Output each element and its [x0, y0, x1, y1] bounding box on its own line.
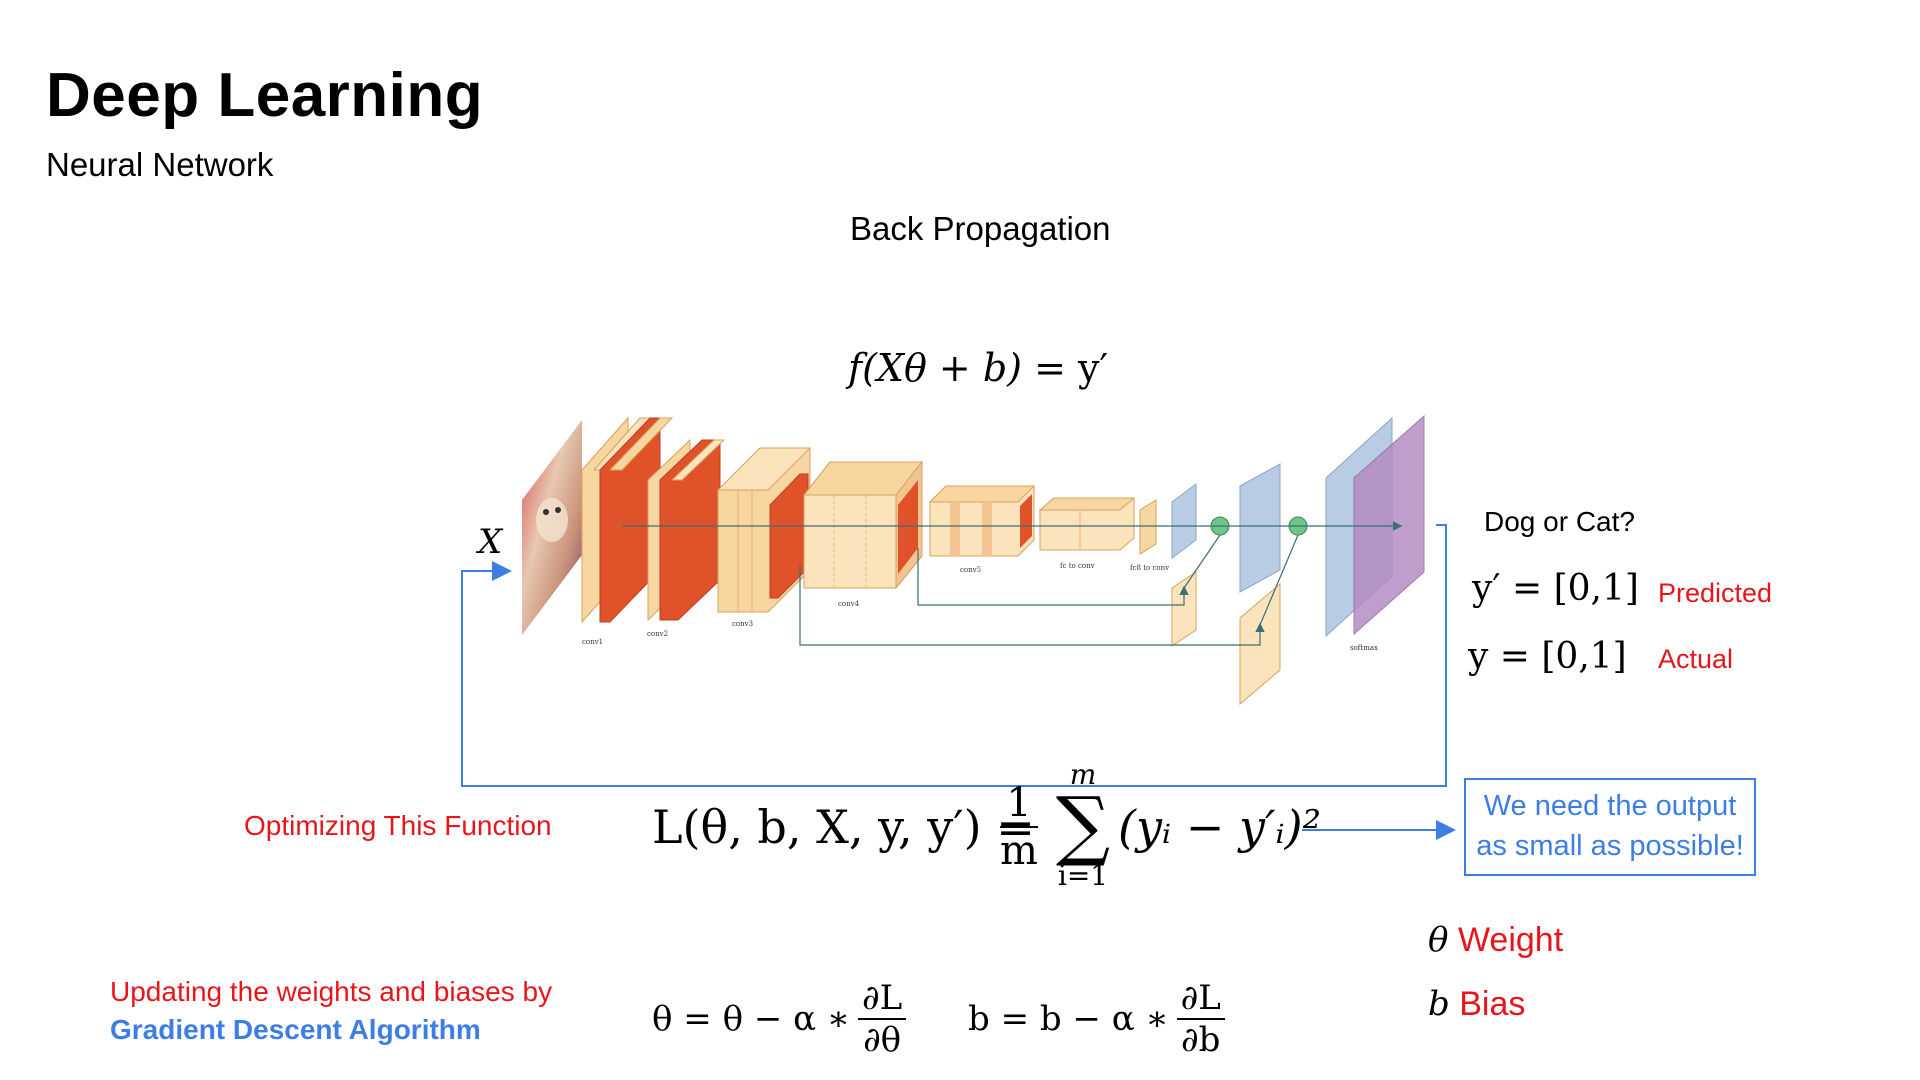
fc-block: [1038, 497, 1136, 551]
legend-theta-symbol: θ: [1428, 920, 1449, 960]
theta-update-num: ∂L: [858, 978, 907, 1020]
theta-update-fraction: ∂L ∂θ: [858, 978, 907, 1060]
forward-eq-args: (Xθ + b): [862, 346, 1022, 390]
legend-bias: b Bias: [1428, 984, 1525, 1024]
forward-eq-result: = y′: [1034, 346, 1109, 390]
bias-update-fraction: ∂L ∂b: [1176, 978, 1225, 1060]
note-line-1: We need the output: [1483, 790, 1737, 822]
svg-text:fc8 to conv: fc8 to conv: [1130, 564, 1169, 572]
loss-sum-top: m: [1069, 758, 1097, 791]
legend-b-symbol: b: [1428, 984, 1450, 1024]
bias-update-num: ∂L: [1176, 978, 1225, 1020]
network-tiny-labels: conv1 conv2 conv3 conv4 conv5 fc to conv…: [582, 562, 1378, 652]
svg-text:conv2: conv2: [647, 630, 668, 638]
forward-equation: f(Xθ + b) = y′: [848, 346, 1108, 390]
loss-sum: m ∑ i=1: [1048, 758, 1118, 892]
loss-lhs: L(θ, b, X, y, y′) =: [652, 800, 1035, 854]
fc8-block: [1139, 499, 1157, 555]
predicted-equation: y′ = [0,1]: [1472, 568, 1639, 609]
forward-eq-func: f: [848, 346, 863, 390]
theta-update-lhs: θ = θ − α ∗: [652, 999, 851, 1039]
note-line-2: as small as possible!: [1476, 830, 1744, 862]
actual-equation: y = [0,1]: [1468, 636, 1627, 677]
legend-weight: θ Weight: [1428, 920, 1563, 960]
conv4-block: [802, 460, 924, 590]
loss-frac-den: m: [1000, 828, 1038, 874]
svg-text:conv4: conv4: [838, 600, 860, 608]
update-caption-line-1: Updating the weights and biases by: [110, 976, 553, 1007]
softmax-block: [1353, 414, 1425, 636]
loss-sigma: ∑: [1055, 780, 1111, 869]
svg-text:conv5: conv5: [960, 566, 981, 574]
bias-update-equation: b = b − α ∗ ∂L ∂b: [968, 978, 1225, 1060]
slide-subtitle: Neural Network: [46, 146, 274, 183]
loss-frac-num: 1: [1000, 780, 1038, 828]
update-caption-line-2: Gradient Descent Algorithm: [110, 1014, 481, 1045]
input-label: X: [478, 522, 503, 562]
loss-fraction: 1 m: [1000, 780, 1038, 874]
skip-block-1: [1171, 571, 1197, 647]
svg-text:conv3: conv3: [732, 620, 753, 628]
output-question: Dog or Cat?: [1484, 506, 1635, 537]
conv2-block: [647, 438, 726, 622]
conv3-block: [716, 447, 812, 613]
predicted-label: Predicted: [1658, 578, 1773, 608]
loss-term: (yᵢ − y′ᵢ)²: [1118, 800, 1322, 854]
loss-sum-bottom: i=1: [1057, 859, 1109, 892]
input-image: [522, 420, 582, 635]
data-flow-lines: [622, 521, 1403, 646]
legend-weight-label: Weight: [1457, 921, 1564, 959]
section-heading: Back Propagation: [850, 210, 1111, 247]
svg-text:softmax: softmax: [1350, 644, 1378, 652]
conv5-block: [928, 485, 1036, 557]
deconv-block-1: [1171, 483, 1197, 559]
note-box: We need the output as small as possible!: [1464, 778, 1756, 876]
legend-bias-label: Bias: [1459, 985, 1526, 1023]
loss-caption: Optimizing This Function: [244, 810, 552, 841]
slide-title: Deep Learning: [46, 61, 484, 130]
bias-update-lhs: b = b − α ∗: [968, 999, 1169, 1039]
svg-text:fc to conv: fc to conv: [1060, 562, 1095, 570]
theta-update-equation: θ = θ − α ∗ ∂L ∂θ: [652, 978, 907, 1060]
svg-text:conv1: conv1: [582, 638, 603, 646]
deconv-block-2: [1239, 463, 1281, 593]
theta-update-den: ∂θ: [863, 1020, 902, 1060]
feedback-loop-arrow: [461, 524, 1447, 787]
actual-label: Actual: [1658, 644, 1734, 674]
conv1-block: [581, 416, 674, 624]
bias-update-den: ∂b: [1181, 1020, 1221, 1060]
